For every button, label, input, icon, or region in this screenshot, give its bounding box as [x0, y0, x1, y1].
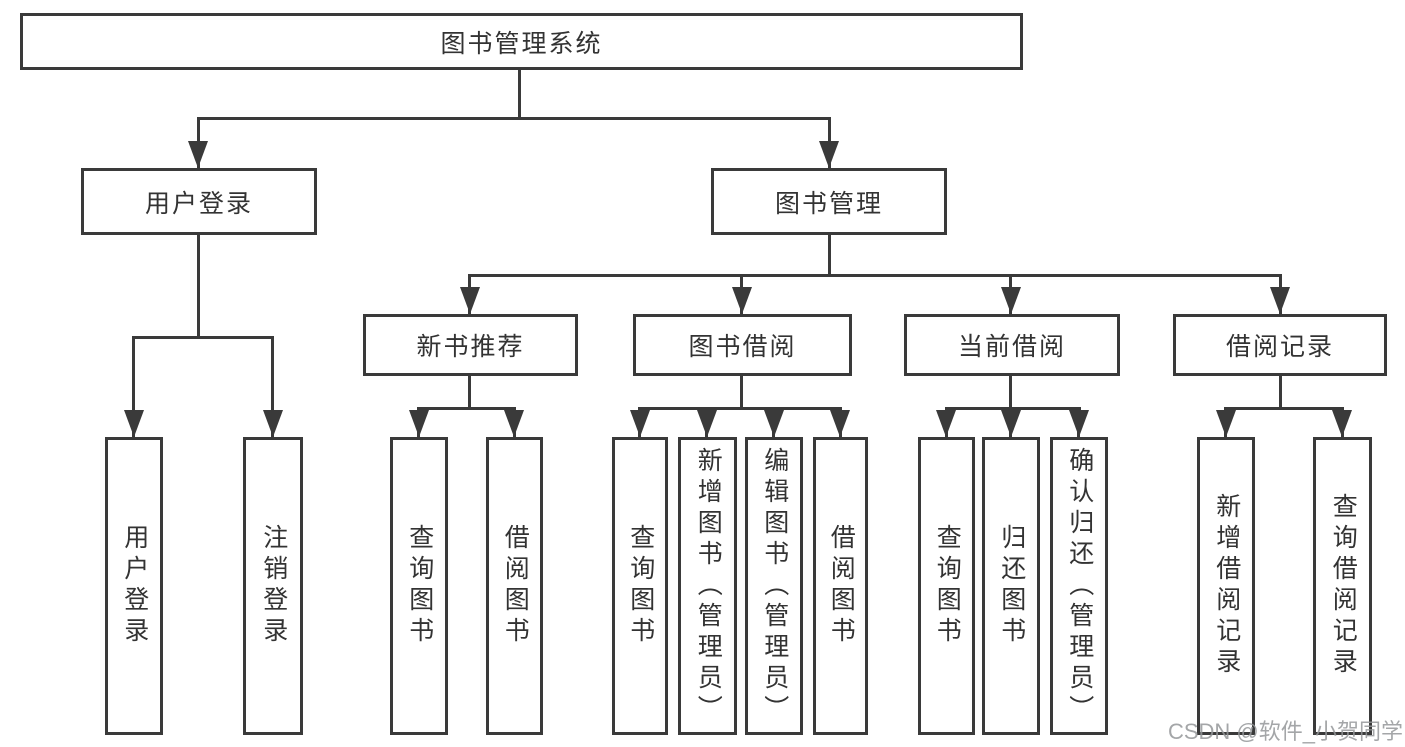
- edge-root-stem: [518, 70, 521, 117]
- node-current-borrowing-label: 当前借阅: [957, 333, 1066, 361]
- leaf-query-book-2-label: 查询图书: [626, 524, 655, 648]
- arrow-down-icon: [124, 410, 144, 437]
- leaf-borrow-book-1-label: 借阅图书: [501, 524, 530, 648]
- leaf-user-login: 用户登录: [105, 437, 163, 735]
- arrow-down-icon: [263, 410, 283, 437]
- node-book-borrowing: 图书借阅: [633, 314, 852, 376]
- edge-new-book-rail: [417, 407, 516, 410]
- leaf-logout: 注销登录: [243, 437, 303, 735]
- node-root-label: 图书管理系统: [440, 29, 603, 58]
- node-root-library-system: 图书管理系统: [20, 13, 1023, 70]
- arrow-down-icon: [1001, 410, 1021, 437]
- leaf-add-borrow-record: 新增借阅记录: [1197, 437, 1255, 735]
- leaf-query-borrow-record-label: 查询借阅记录: [1329, 493, 1358, 679]
- csdn-watermark: CSDN @软件_小贺同学: [1167, 719, 1403, 744]
- node-borrowing-records-label: 借阅记录: [1225, 333, 1334, 361]
- node-book-borrowing-label: 图书借阅: [688, 333, 797, 361]
- arrow-down-icon: [1001, 287, 1021, 314]
- arrow-down-icon: [819, 141, 839, 168]
- leaf-confirm-return-admin: 确认归还（管理员）: [1050, 437, 1108, 735]
- node-book-management: 图书管理: [711, 168, 947, 235]
- arrow-down-icon: [764, 410, 784, 437]
- arrow-down-icon: [188, 141, 208, 168]
- edge-new-book-stem: [468, 376, 471, 407]
- node-current-borrowing: 当前借阅: [904, 314, 1120, 376]
- arrow-down-icon: [830, 410, 850, 437]
- leaf-query-book-2: 查询图书: [612, 437, 668, 735]
- leaf-query-borrow-record: 查询借阅记录: [1313, 437, 1372, 735]
- edge-drop-leaf-user-login: [132, 336, 135, 437]
- arrow-down-icon: [630, 410, 650, 437]
- leaf-add-book-admin: 新增图书（管理员）: [678, 437, 737, 735]
- edge-records-rail: [1224, 407, 1344, 410]
- leaf-query-book-3-label: 查询图书: [933, 524, 962, 648]
- leaf-add-book-admin-label: 新增图书（管理员）: [694, 446, 723, 726]
- node-book-management-label: 图书管理: [774, 189, 883, 218]
- leaf-borrow-book-2-label: 借阅图书: [827, 524, 856, 648]
- edge-current-rail: [945, 407, 1081, 410]
- edge-current-stem: [1009, 376, 1012, 407]
- arrow-down-icon: [1332, 410, 1352, 437]
- edge-book-management-rail: [469, 274, 1282, 277]
- leaf-query-book-3: 查询图书: [918, 437, 975, 735]
- edge-book-management-stem: [828, 235, 831, 274]
- node-new-book-recommendation: 新书推荐: [363, 314, 578, 376]
- node-user-login-label: 用户登录: [144, 189, 253, 218]
- leaf-logout-label: 注销登录: [259, 524, 288, 648]
- arrow-down-icon: [409, 410, 429, 437]
- arrow-down-icon: [697, 410, 717, 437]
- edge-user-login-rail: [132, 336, 274, 339]
- leaf-add-borrow-record-label: 新增借阅记录: [1212, 493, 1241, 679]
- leaf-query-book-1: 查询图书: [390, 437, 448, 735]
- leaf-return-book: 归还图书: [982, 437, 1040, 735]
- edge-borrowing-rail: [638, 407, 842, 410]
- arrow-down-icon: [1270, 287, 1290, 314]
- leaf-borrow-book-1: 借阅图书: [486, 437, 543, 735]
- node-user-login: 用户登录: [81, 168, 317, 235]
- edge-drop-leaf-logout: [271, 336, 274, 437]
- node-new-book-recommendation-label: 新书推荐: [416, 333, 525, 361]
- leaf-return-book-label: 归还图书: [997, 524, 1026, 648]
- arrow-down-icon: [1216, 410, 1236, 437]
- leaf-borrow-book-2: 借阅图书: [813, 437, 868, 735]
- edge-borrowing-stem: [740, 376, 743, 407]
- arrow-down-icon: [1069, 410, 1089, 437]
- edge-user-login-stem: [197, 235, 200, 336]
- node-borrowing-records: 借阅记录: [1173, 314, 1387, 376]
- arrow-down-icon: [936, 410, 956, 437]
- leaf-query-book-1-label: 查询图书: [405, 524, 434, 648]
- leaf-edit-book-admin-label: 编辑图书（管理员）: [760, 446, 789, 726]
- arrow-down-icon: [504, 410, 524, 437]
- edge-records-stem: [1279, 376, 1282, 407]
- leaf-confirm-return-admin-label: 确认归还（管理员）: [1065, 446, 1094, 726]
- leaf-user-login-label: 用户登录: [120, 524, 149, 648]
- edge-root-rail: [197, 117, 831, 120]
- leaf-edit-book-admin: 编辑图书（管理员）: [745, 437, 803, 735]
- arrow-down-icon: [460, 287, 480, 314]
- arrow-down-icon: [732, 287, 752, 314]
